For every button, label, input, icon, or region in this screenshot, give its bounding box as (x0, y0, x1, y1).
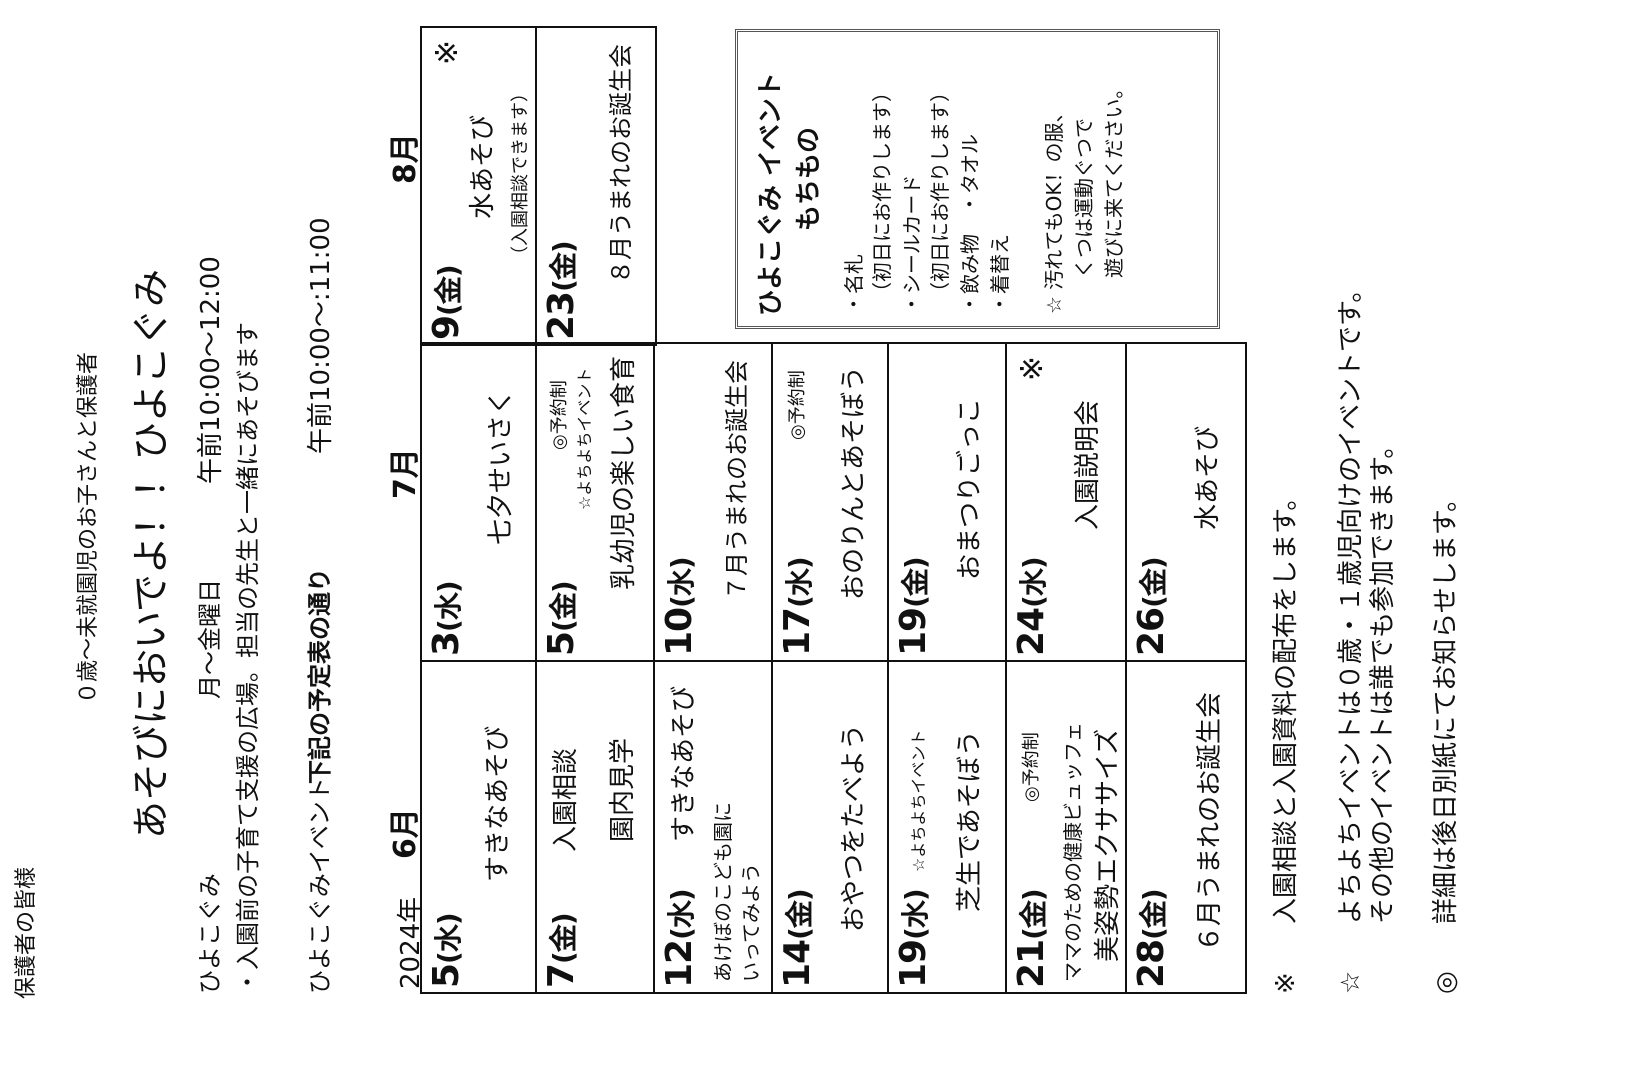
event-text: おまつりごっこ (955, 397, 985, 580)
event-text: 水あそび (1193, 425, 1223, 530)
box-item: （初日にお作りします） (928, 82, 952, 302)
event-text: 乳幼児の楽しい食育 (609, 355, 639, 590)
event-text: あけぼのこども園に (711, 802, 735, 982)
calendar-cell: 12(水) すきなあそび あけぼのこども園に いってみよう (655, 662, 773, 992)
event-text: ８月うまれのお誕生会 (607, 44, 635, 284)
calendar-cell: 21(金) ◎予約制 ママのための健康ビュッフェ 美姿勢エクササイズ (1007, 662, 1127, 992)
note-symbol: ☆ (1336, 970, 1366, 994)
subtitle: ０歳～未就園児のお子さんと保護者 (76, 351, 101, 704)
event-text: ６月うまれのお誕生会 (1195, 691, 1225, 952)
calendar-date: 21(金) (1011, 889, 1052, 988)
calendar-date: 5(金) (541, 581, 582, 656)
calendar-cell: 3(水) 七夕せいさく (422, 344, 537, 660)
calendar-date: 7(金) (541, 913, 582, 988)
box-item: （初日にお作りします） (870, 82, 894, 302)
calendar-date: 10(水) (659, 557, 700, 656)
event-text: すきなあそび (669, 685, 699, 842)
event-text: おのりんとあそぼう (839, 365, 869, 600)
calendar-cell: 9(金) ※ 水あそび （入園相談できます） (422, 28, 537, 344)
calendar-date: 9(金) (426, 265, 467, 340)
calendar-cell: 10(水) ７月うまれのお誕生会 (655, 344, 773, 660)
event-label: ひよこぐみイベント (306, 777, 334, 994)
event-text: ７月うまれのお誕生会 (723, 360, 751, 600)
belongings-box: ひよこぐみ イベント もちもの ・名札 （初日にお作りします） ・シールカード … (735, 29, 1220, 329)
calendar-cell: 28(金) ６月うまれのお誕生会 (1127, 662, 1245, 992)
calendar-date: 5(水) (426, 913, 467, 988)
event-text: 芝生であそぼう (955, 730, 985, 912)
program-time: 午前10:00～12:00 (196, 256, 226, 484)
note-symbol: ※ (1271, 972, 1301, 994)
box-item: ・名札 (842, 254, 866, 314)
calendar-date: 26(金) (1131, 557, 1172, 656)
asterisk-mark: ※ (1015, 356, 1050, 382)
program-days: 月～金曜日 (196, 579, 224, 699)
june-column: 5(水) すきなあそび 7(金) 入園相談 園内見学 12(水) すきなあそび … (420, 660, 1247, 994)
event-text: いってみよう (739, 863, 763, 982)
calendar-cell: 5(金) ◎予約制 ☆よちよちイベント 乳幼児の楽しい食育 (537, 344, 655, 660)
august-column: 9(金) ※ 水あそび （入園相談できます） 23(金) ８月うまれのお誕生会 (420, 26, 657, 346)
event-text: ママのための健康ビュッフェ (1061, 722, 1085, 982)
calendar-date: 14(金) (777, 889, 818, 988)
calendar-cell: 26(金) 水あそび (1127, 344, 1245, 660)
box-item: ☆ 汚れてもOK！の服、 (1042, 102, 1066, 314)
event-text: 園内見学 (608, 737, 638, 842)
event-text: 入園説明会 (1073, 399, 1103, 530)
calendar-date: 24(水) (1011, 557, 1052, 656)
event-text: 七夕せいさく (486, 388, 516, 545)
calendar-date: 28(金) (1131, 889, 1172, 988)
footer-note-line: その他のイベントは誰でも参加できます。 (1368, 432, 1398, 924)
event-text: 入園相談 (551, 747, 581, 852)
calendar-date: 12(水) (659, 889, 700, 988)
note-symbol: ◎ (1431, 971, 1461, 994)
box-item: 遊びに来てください。 (1102, 78, 1126, 278)
calendar-date: 23(金) (541, 241, 582, 340)
calendar-cell: 19(金) おまつりごっこ (889, 344, 1007, 660)
program-desc: ・入園前の子育て支援の広場。担当の先生と一緒にあそびます (234, 322, 262, 994)
footer-note: ◎詳細は後日別紙にてお知らせします。 (1431, 485, 1461, 994)
page-title: あそびにおいでよ！！ひよこぐみ (129, 268, 173, 839)
box-item: ・シールカード (900, 174, 924, 314)
program-name: ひよこぐみ (196, 873, 224, 994)
greeting: 保護者の皆様 (14, 866, 39, 999)
month-july: 7月 (388, 448, 423, 499)
month-august: 8月 (388, 133, 423, 184)
event-tag: ☆よちよちイベント (909, 729, 928, 872)
event-text: 美姿勢エクササイズ (1093, 728, 1123, 962)
calendar-cell: 7(金) 入園相談 園内見学 (537, 662, 655, 992)
box-item: ・飲み物 ・タオル (958, 134, 982, 314)
event-text: 水あそび (468, 114, 498, 219)
event-tag: ◎予約制 (787, 370, 808, 440)
event-tag: ☆よちよちイベント (575, 367, 594, 510)
box-item: ・着替え (988, 234, 1012, 314)
calendar-cell: 14(金) おやつをたべよう (773, 662, 889, 992)
event-text: すきなあそび (483, 725, 513, 882)
calendar-cell: 17(水) ◎予約制 おのりんとあそぼう (773, 344, 889, 660)
event-tag: ◎予約制 (1021, 732, 1042, 802)
box-subtitle: もちもの (794, 126, 824, 231)
calendar-cell: 19(水) ☆よちよちイベント 芝生であそぼう (889, 662, 1007, 992)
asterisk-mark: ※ (430, 40, 465, 66)
event-note: 下記の予定表の通り (306, 568, 334, 784)
event-tag: ◎予約制 (549, 380, 570, 450)
july-column: 3(水) 七夕せいさく 5(金) ◎予約制 ☆よちよちイベント 乳幼児の楽しい食… (420, 342, 1247, 662)
calendar-date: 19(金) (893, 557, 934, 656)
box-item: くつは運動ぐつで (1072, 118, 1096, 278)
month-june: 6月 (388, 808, 423, 859)
event-note: （入園相談できます） (510, 84, 531, 264)
event-time: 午前10:00～:11:00 (306, 217, 336, 454)
calendar-cell: 23(金) ８月うまれのお誕生会 (537, 28, 655, 344)
calendar-date: 19(水) (893, 889, 934, 988)
box-title: ひよこぐみ イベント (756, 72, 786, 316)
footer-note: ※入園相談と入園資料の配布をします。 (1271, 484, 1301, 994)
calendar-date: 3(水) (426, 581, 467, 656)
event-text: おやつをたべよう (839, 723, 869, 932)
calendar-cell: 24(水) ※ 入園説明会 (1007, 344, 1127, 660)
calendar-cell: 5(水) すきなあそび (422, 662, 537, 992)
calendar-date: 17(水) (777, 557, 818, 656)
